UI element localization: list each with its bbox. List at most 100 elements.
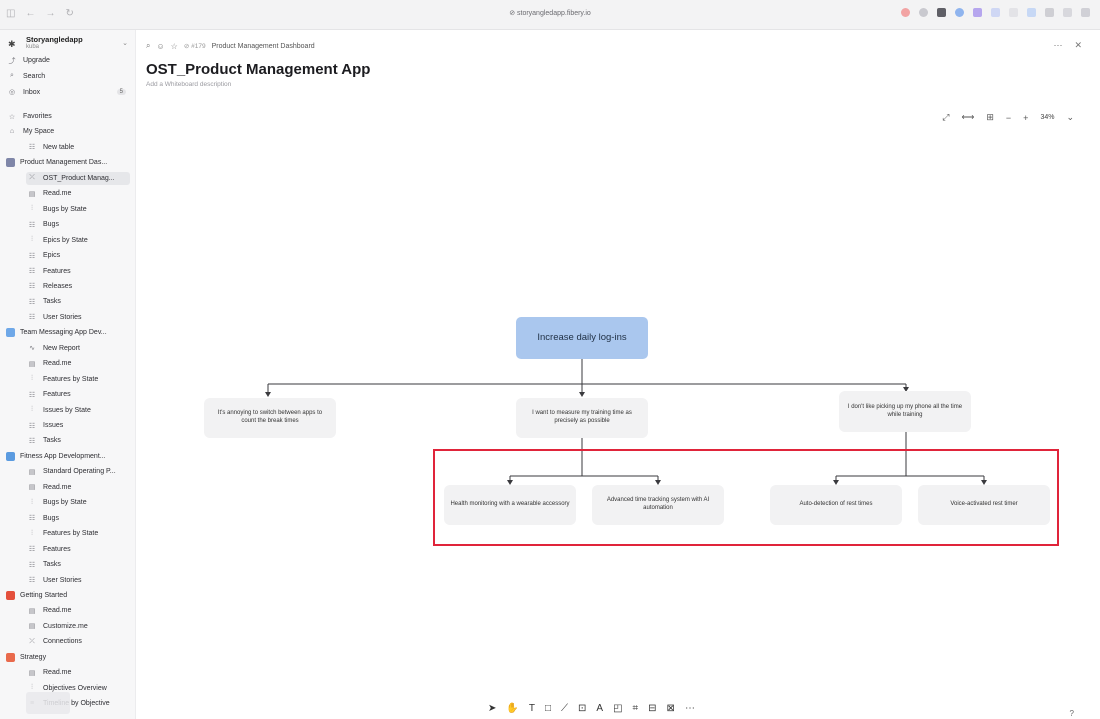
sidebar-item-new-table[interactable]: ☷New table: [26, 141, 130, 154]
sidebar-item-features[interactable]: ☷Features: [26, 543, 130, 556]
sidebar-item-bugs-by-state[interactable]: ⫶Bugs by State: [26, 203, 130, 216]
sidebar-item-connections[interactable]: ⤫Connections: [26, 635, 130, 648]
sidebar-item-objectives-overview[interactable]: ⫶Objectives Overview: [26, 682, 130, 695]
sidebar-item-tasks[interactable]: ☷Tasks: [26, 295, 130, 308]
workspace-switcher[interactable]: ✱ Storyangledapp kuba ⌄: [6, 34, 132, 54]
sidebar-item-read-me[interactable]: ▤Read.me: [26, 481, 130, 494]
rectangle-tool-icon[interactable]: □: [544, 703, 551, 714]
sidebar-item-customize-me[interactable]: ▤Customize.me: [26, 620, 130, 633]
sidebar-item-issues-by-state[interactable]: ⫶Issues by State: [26, 404, 130, 417]
card-tool-icon[interactable]: ⊟: [648, 703, 657, 714]
sidebar-item-ost-product-manag[interactable]: ⤫OST_Product Manag...: [26, 171, 130, 185]
extension-icon[interactable]: [991, 8, 1000, 17]
opportunity-node[interactable]: I want to measure my training time as pr…: [516, 398, 648, 438]
sidebar-item-features-by-state[interactable]: ⫶Features by State: [26, 373, 130, 386]
frame-tool-icon[interactable]: ⌗: [632, 703, 639, 714]
sidebar-item-new-report[interactable]: ∿New Report: [26, 342, 130, 355]
sidebar-item-my-space[interactable]: ⌂My Space: [6, 125, 130, 138]
sidebar-item-bugs[interactable]: ☷Bugs: [26, 512, 130, 525]
emoji-icon[interactable]: ☺: [156, 41, 165, 51]
solution-node[interactable]: Auto-detection of rest times: [770, 485, 902, 525]
sticky-note-tool-icon[interactable]: ◰: [613, 703, 623, 714]
extension-icon[interactable]: [973, 8, 982, 17]
select-tool-icon[interactable]: ➤: [488, 703, 497, 714]
sidebar-item-user-stories[interactable]: ☷User Stories: [26, 574, 130, 587]
page-description[interactable]: Add a Whiteboard description: [146, 81, 232, 88]
whiteboard-canvas[interactable]: Increase daily log-ins It's annoying to …: [136, 100, 1100, 719]
sidebar-item-epics[interactable]: ☷Epics: [26, 249, 130, 262]
sidebar-item-standard-operating-p[interactable]: ▤Standard Operating P...: [26, 465, 130, 478]
text-tool-icon[interactable]: T: [528, 703, 535, 714]
sidebar-item-fitness-app-development[interactable]: Fitness App Development...: [6, 450, 130, 463]
sidebar-item-tasks[interactable]: ☷Tasks: [26, 434, 130, 447]
opportunity-node[interactable]: I don't like picking up my phone all the…: [839, 391, 971, 432]
extension-icon[interactable]: [1063, 8, 1072, 17]
sidebar-item-label: Read.me: [43, 669, 72, 677]
sidebar-item-team-messaging-app-dev[interactable]: Team Messaging App Dev...: [6, 326, 130, 339]
star-icon[interactable]: ☆: [170, 41, 178, 51]
font-tool-icon[interactable]: A: [596, 703, 604, 714]
solution-node[interactable]: Voice-activated rest timer: [918, 485, 1050, 525]
extension-icon[interactable]: [1009, 8, 1018, 17]
zoom-toolbar: ⤢ ⟷ ⊞ − + 34% ⌄: [942, 112, 1074, 123]
search-icon[interactable]: ⌕: [146, 41, 151, 50]
help-button[interactable]: ?: [1069, 709, 1074, 718]
fullscreen-icon[interactable]: ⤢: [942, 112, 950, 122]
breadcrumb-parent[interactable]: Product Management Dashboard: [211, 42, 315, 50]
sidebar-item-getting-started[interactable]: Getting Started: [6, 589, 130, 602]
sidebar-item-search[interactable]: ⌕Search: [6, 70, 130, 83]
sidebar-item-tasks[interactable]: ☷Tasks: [26, 558, 130, 571]
extension-icon[interactable]: [919, 8, 928, 17]
image-tool-icon[interactable]: ⊡: [578, 703, 587, 714]
address-bar[interactable]: ⊘ storyangledapp.fibery.io: [509, 10, 591, 17]
sidebar-item-read-me[interactable]: ▤Read.me: [26, 666, 130, 679]
sidebar-item-releases[interactable]: ☷Releases: [26, 280, 130, 293]
zoom-level[interactable]: 34%: [1040, 114, 1055, 121]
reload-icon[interactable]: ↻: [65, 8, 74, 19]
sidebar-item-upgrade[interactable]: ⤴Upgrade: [6, 54, 130, 67]
sidebar-item-product-management-das[interactable]: Product Management Das...: [6, 156, 130, 169]
back-icon[interactable]: ←: [25, 8, 36, 19]
sidebar-item-favorites[interactable]: ☆Favorites: [6, 110, 130, 123]
sidebar-item-bugs[interactable]: ☷Bugs: [26, 218, 130, 231]
page-title[interactable]: OST_Product Management App: [146, 61, 371, 78]
solution-node[interactable]: Health monitoring with a wearable access…: [444, 485, 576, 525]
sidebar-item-bugs-by-state[interactable]: ⫶Bugs by State: [26, 496, 130, 509]
close-icon[interactable]: ✕: [1074, 40, 1082, 50]
extension-icon[interactable]: [1045, 8, 1054, 17]
more-tools-icon[interactable]: ⋯: [684, 703, 695, 714]
sidebar-item-features[interactable]: ☷Features: [26, 265, 130, 278]
extension-icon[interactable]: [1027, 8, 1036, 17]
root-outcome-node[interactable]: Increase daily log-ins: [516, 317, 648, 359]
line-tool-icon[interactable]: ⟋: [561, 703, 568, 714]
chevron-down-icon[interactable]: ⌄: [1066, 112, 1074, 122]
opportunity-node[interactable]: It's annoying to switch between apps to …: [204, 398, 336, 438]
forward-icon[interactable]: →: [45, 8, 56, 19]
view-icon: ▤: [28, 190, 36, 198]
zoom-out-icon[interactable]: −: [1005, 112, 1012, 123]
map-icon[interactable]: ⊞: [986, 112, 994, 122]
sidebar-item-read-me[interactable]: ▤Read.me: [26, 187, 130, 200]
more-icon[interactable]: ⋯: [1053, 40, 1063, 50]
sidebar-item-label: Strategy: [20, 653, 47, 661]
sidebar-item-user-stories[interactable]: ☷User Stories: [26, 311, 130, 324]
fit-width-icon[interactable]: ⟷: [961, 112, 975, 122]
sidebar-item-issues[interactable]: ☷Issues: [26, 419, 130, 432]
view-icon: ☷: [28, 561, 36, 569]
extension-icon[interactable]: [955, 8, 964, 17]
sidebar-item-features-by-state[interactable]: ⫶Features by State: [26, 527, 130, 540]
sidebar-item-strategy[interactable]: Strategy: [6, 651, 130, 664]
sidebar-item-epics-by-state[interactable]: ⫶Epics by State: [26, 234, 130, 247]
sidebar-item-read-me[interactable]: ▤Read.me: [26, 604, 130, 617]
hand-tool-icon[interactable]: ✋: [506, 703, 519, 714]
sidebar-item-features[interactable]: ☷Features: [26, 388, 130, 401]
solution-node[interactable]: Advanced time tracking system with AI au…: [592, 485, 724, 525]
zoom-in-icon[interactable]: +: [1023, 112, 1029, 123]
extension-icon[interactable]: [901, 8, 910, 17]
embed-tool-icon[interactable]: ⊠: [666, 703, 675, 714]
extension-icon[interactable]: [937, 8, 946, 17]
sidebar-item-read-me[interactable]: ▤Read.me: [26, 357, 130, 370]
extension-icon[interactable]: [1081, 8, 1090, 17]
sidebar-toggle-icon[interactable]: ◫: [6, 8, 16, 19]
